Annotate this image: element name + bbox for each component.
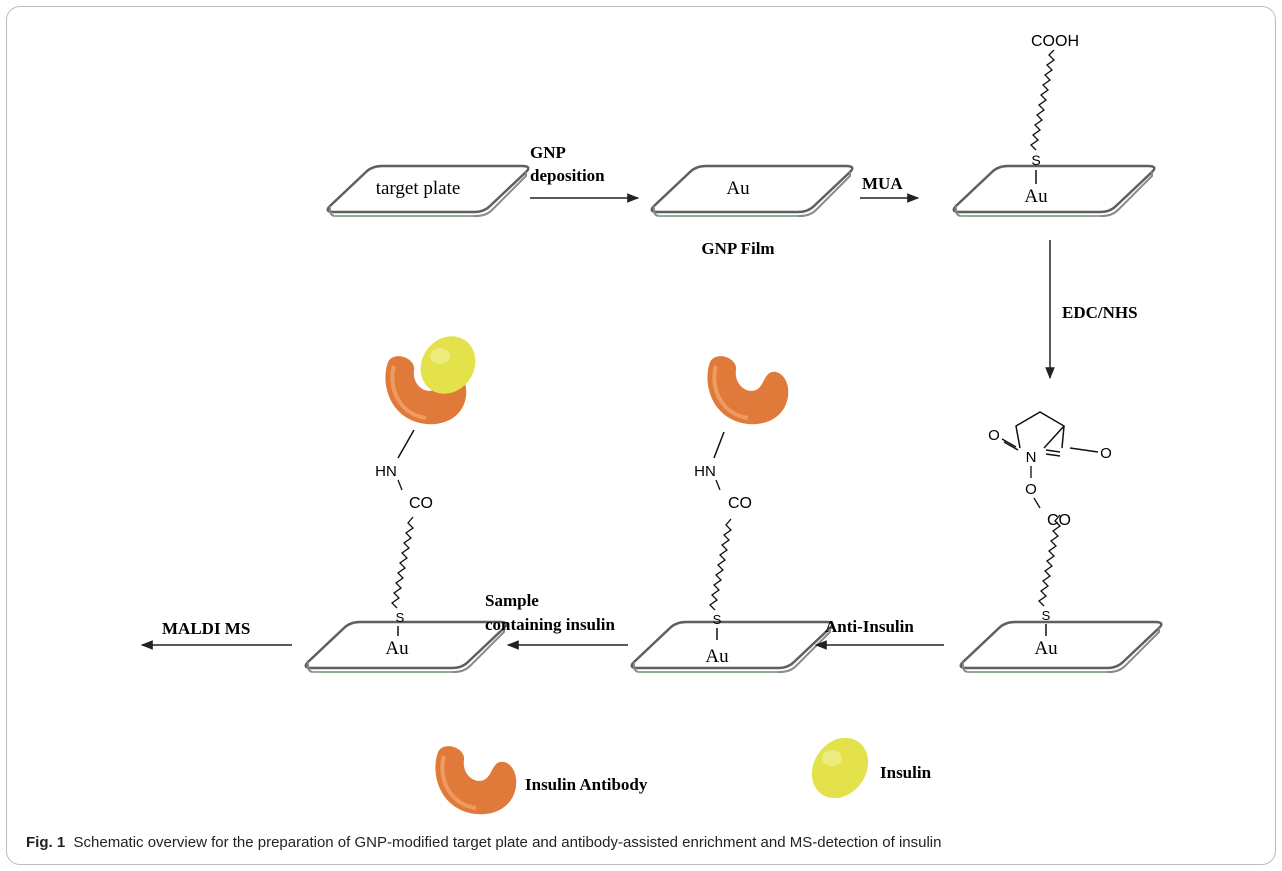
gnp-film-label: GNP Film xyxy=(701,239,774,258)
svg-text:CO: CO xyxy=(1047,512,1071,529)
figure-caption: Fig. 1 Schematic overview for the prepar… xyxy=(26,834,1266,851)
plate-bound-label: Au xyxy=(385,638,409,659)
nhs-ester-chain: S CO O N O O xyxy=(988,411,1112,636)
plate-nhs-label: Au xyxy=(1034,638,1058,659)
caption-label: Fig. 1 xyxy=(26,834,66,851)
plate-mua xyxy=(952,164,1156,218)
plate-gnp xyxy=(650,164,854,218)
svg-text:S: S xyxy=(713,612,722,627)
svg-text:CO: CO xyxy=(728,495,752,512)
mua-label: MUA xyxy=(862,174,903,193)
anti-insulin-label: Anti-Insulin xyxy=(825,617,914,636)
caption-text: Schematic overview for the preparation o… xyxy=(73,834,942,851)
legend-antibody-label: Insulin Antibody xyxy=(525,775,648,794)
legend-insulin-icon xyxy=(811,737,869,799)
gnp-deposition-label-2: deposition xyxy=(530,166,605,185)
svg-text:S: S xyxy=(1042,608,1051,623)
bound-chain: S CO HN xyxy=(375,429,433,636)
cooh-label: COOH xyxy=(1031,33,1079,50)
legend-insulin-label: Insulin xyxy=(880,763,932,782)
svg-text:CO: CO xyxy=(409,495,433,512)
antibody-shape-middle xyxy=(705,354,791,427)
figure-frame xyxy=(6,6,1276,865)
antibody-chain: S CO HN xyxy=(694,431,752,640)
svg-text:HN: HN xyxy=(375,463,397,480)
plate-antibody xyxy=(630,620,834,674)
maldi-label: MALDI MS xyxy=(162,619,250,638)
svg-text:S: S xyxy=(1031,152,1040,168)
plate-gnp-label: Au xyxy=(726,178,750,199)
sample-label-2: containing insulin xyxy=(485,615,615,634)
gnp-deposition-label-1: GNP xyxy=(530,143,566,162)
svg-text:O: O xyxy=(988,427,1000,444)
sample-label-1: Sample xyxy=(485,591,539,610)
plate-antibody-label: Au xyxy=(705,646,729,667)
edc-nhs-label: EDC/NHS xyxy=(1062,303,1138,322)
svg-text:O: O xyxy=(1100,445,1112,462)
plate-nhs xyxy=(959,620,1163,674)
svg-text:N: N xyxy=(1026,449,1037,466)
mua-chain: S COOH xyxy=(1029,33,1079,184)
svg-text:S: S xyxy=(396,610,405,625)
plate-target-label: target plate xyxy=(376,178,461,199)
svg-text:HN: HN xyxy=(694,463,716,480)
legend-antibody-icon xyxy=(433,744,519,817)
plate-mua-label: Au xyxy=(1024,186,1048,207)
svg-text:O: O xyxy=(1025,481,1037,498)
